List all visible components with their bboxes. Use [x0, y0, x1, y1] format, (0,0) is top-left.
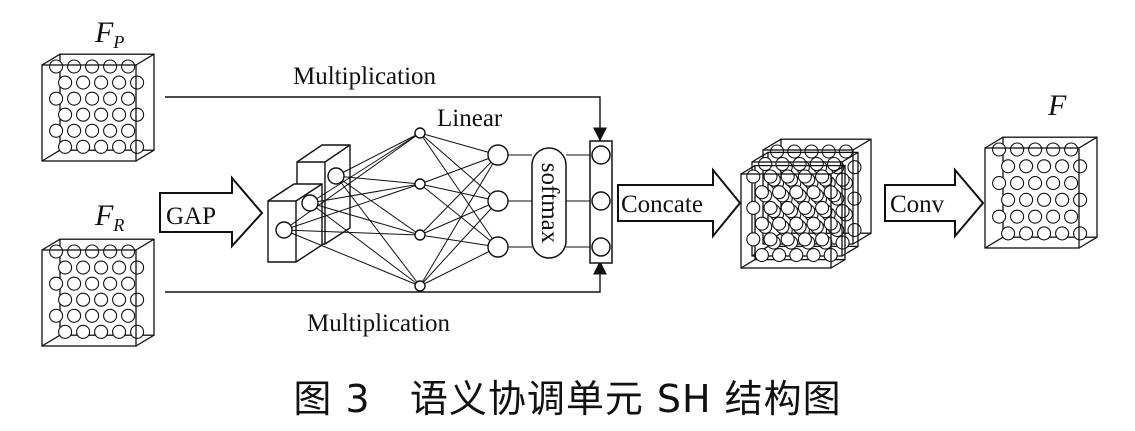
gap-arrow: GAP [159, 175, 264, 249]
output-label-f: F [1047, 89, 1067, 122]
output-node [487, 236, 509, 258]
network-edge [309, 202, 421, 236]
multiplication-label-bottom: Multiplication [307, 310, 451, 337]
concate-arrow: Concate [617, 167, 742, 239]
caption-figure-number: 图 3 [293, 377, 371, 421]
input-cube-fp [41, 53, 155, 162]
network-edge [419, 132, 499, 156]
multiplication-path-bottom [165, 260, 607, 293]
output-node [487, 144, 509, 166]
network-edge [419, 246, 499, 287]
network-edge [309, 202, 421, 287]
linear-network-edges [283, 132, 592, 287]
conv-arrow: Conv [884, 167, 985, 239]
multiplication-label-top: Multiplication [293, 63, 437, 90]
input-cube-fr [41, 238, 155, 347]
network-edge [419, 183, 499, 202]
linear-label: Linear [437, 105, 503, 132]
network-edge [283, 229, 421, 236]
pooled-node [327, 167, 345, 185]
network-edge [283, 183, 421, 231]
network-edge [309, 132, 421, 204]
hidden-node [414, 229, 426, 241]
caption-title: 语义协调单元 SH 结构图 [409, 377, 842, 421]
concat-cube-stack [740, 138, 872, 269]
input-label-fr: FR [94, 199, 124, 235]
network-edge [419, 200, 499, 287]
network-edge [419, 154, 499, 236]
softmax-label: softmax [536, 163, 563, 244]
network-edge [283, 229, 421, 287]
conv-label: Conv [890, 191, 945, 218]
pooled-node [275, 221, 293, 239]
softmax-block: softmax [531, 147, 567, 259]
multiplication-path-top [165, 96, 607, 142]
network-edge [335, 175, 421, 236]
network-edge [335, 132, 421, 177]
network-edge [335, 175, 421, 287]
hidden-node [414, 280, 426, 292]
network-edge [283, 132, 421, 231]
network-edge [419, 154, 499, 287]
pooled-node [301, 194, 319, 212]
hidden-node [414, 178, 426, 190]
gap-label: GAP [166, 203, 216, 230]
network-edge [309, 183, 421, 204]
network-edge [419, 183, 499, 248]
hidden-node [414, 127, 426, 139]
network-edge [419, 154, 499, 185]
figure-caption: 图 3 语义协调单元 SH 结构图 [0, 368, 1135, 423]
network-edge [419, 132, 499, 248]
attention-weight-vector [589, 140, 613, 264]
network-edge [419, 200, 499, 236]
network-edge [419, 234, 499, 248]
linear-network-nodes [275, 127, 509, 292]
output-cube-f [984, 136, 1098, 249]
network-edge [335, 175, 421, 185]
input-label-fp: FP [94, 16, 124, 52]
output-node [487, 190, 509, 212]
concate-label: Concate [621, 191, 703, 218]
network-edge [419, 132, 499, 202]
